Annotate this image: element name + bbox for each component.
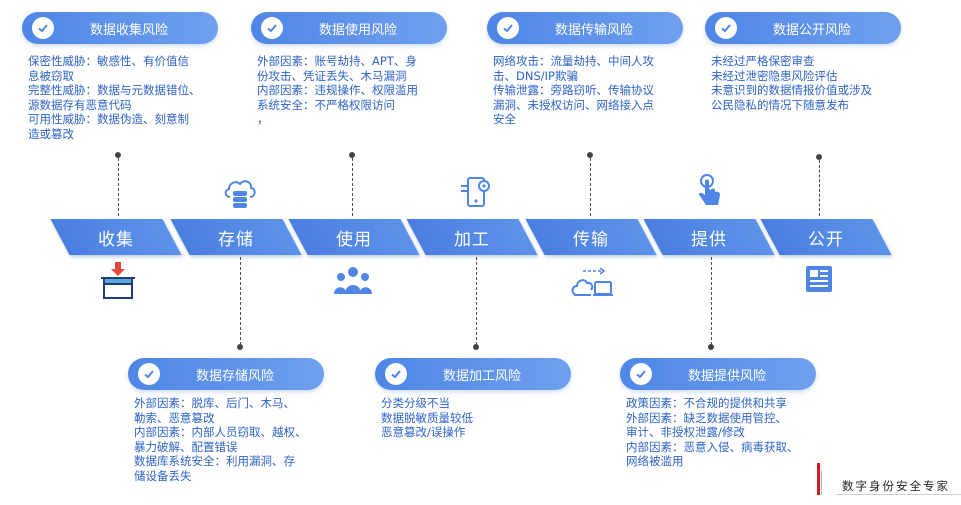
stage-publish[interactable]: 公开 xyxy=(808,229,844,250)
connector-line xyxy=(118,158,119,216)
risk-header-use: 数据使用风险 xyxy=(251,12,447,44)
brand-text: 数字身份安全专家 xyxy=(842,479,950,493)
user-group-icon xyxy=(333,264,373,302)
brand-underline xyxy=(836,494,961,495)
stage-collect[interactable]: 收集 xyxy=(98,229,134,250)
connector-dot xyxy=(349,152,355,158)
risk-desc-provide: 政策因素：不合规的提供和共享 外部因素：缺乏数据使用管控、 审计、非授权泄露/修… xyxy=(626,396,799,468)
check-icon xyxy=(261,17,283,39)
connector-dot xyxy=(708,344,714,350)
risk-header-publish: 数据公开风险 xyxy=(705,12,901,44)
risk-header-store: 数据存储风险 xyxy=(128,358,324,390)
brand-mark xyxy=(817,463,820,495)
risk-header-provide: 数据提供风险 xyxy=(620,358,816,390)
connector-line xyxy=(240,257,241,345)
check-icon xyxy=(32,17,54,39)
risk-header-collect: 数据收集风险 xyxy=(22,12,218,44)
connector-dot xyxy=(816,154,822,160)
risk-title: 数据公开风险 xyxy=(772,22,851,38)
newspaper-icon xyxy=(805,265,833,297)
connector-line xyxy=(711,257,712,345)
cloud-database-icon xyxy=(222,175,258,213)
risk-header-transmit: 数据传输风险 xyxy=(487,12,683,44)
stage-process[interactable]: 加工 xyxy=(454,229,490,250)
check-icon xyxy=(497,17,519,39)
risk-title: 数据收集风险 xyxy=(89,22,168,38)
check-icon xyxy=(715,17,737,39)
connector-line xyxy=(590,158,591,216)
risk-desc-publish: 未经过严格保密审查 未经过泄密隐患风险评估 未意识到的数据情报价值或涉及 公民隐… xyxy=(711,54,872,112)
stage-store[interactable]: 存储 xyxy=(218,229,254,250)
connector-line xyxy=(819,160,820,216)
stage-transmit[interactable]: 传输 xyxy=(573,229,609,250)
risk-title: 数据加工风险 xyxy=(442,368,521,384)
connector-dot xyxy=(237,344,243,350)
risk-desc-use: 外部因素：账号劫持、APT、身 份攻击、凭证丢失、木马漏洞 内部因素：违规操作、… xyxy=(257,54,418,126)
risk-title: 数据提供风险 xyxy=(687,368,766,384)
phone-gear-icon xyxy=(459,174,493,214)
connector-dot xyxy=(587,152,593,158)
risk-header-process: 数据加工风险 xyxy=(375,358,571,390)
risk-desc-collect: 保密性威胁：敏感性、有价值信 息被窃取 完整性威胁：数据与元数据错位、 源数据存… xyxy=(28,54,201,141)
connector-line xyxy=(476,257,477,345)
box-arrow-icon xyxy=(99,260,137,304)
brand-mark-line xyxy=(821,471,822,495)
risk-desc-transmit: 网络攻击：流量劫持、中间人攻 击、DNS/IP欺骗 传输泄露：旁路窃听、传输协议… xyxy=(493,54,654,126)
stage-use[interactable]: 使用 xyxy=(336,229,372,250)
check-icon xyxy=(385,363,407,385)
risk-desc-store: 外部因素：脱库、后门、木马、 勒索、恶意篡改 内部因素：内部人员窃取、越权、 暴… xyxy=(134,396,307,483)
hand-touch-icon xyxy=(696,173,724,215)
check-icon xyxy=(630,363,652,385)
risk-desc-process: 分类分级不当 数据脱敏质量较低 恶意篡改/误操作 xyxy=(381,396,473,439)
risk-title: 数据存储风险 xyxy=(195,368,274,384)
connector-line xyxy=(352,158,353,216)
connector-dot xyxy=(473,344,479,350)
stage-provide[interactable]: 提供 xyxy=(691,229,727,250)
connector-dot xyxy=(115,152,121,158)
cloud-transfer-icon xyxy=(569,263,615,303)
risk-title: 数据传输风险 xyxy=(554,22,633,38)
check-icon xyxy=(138,363,160,385)
risk-title: 数据使用风险 xyxy=(318,22,397,38)
